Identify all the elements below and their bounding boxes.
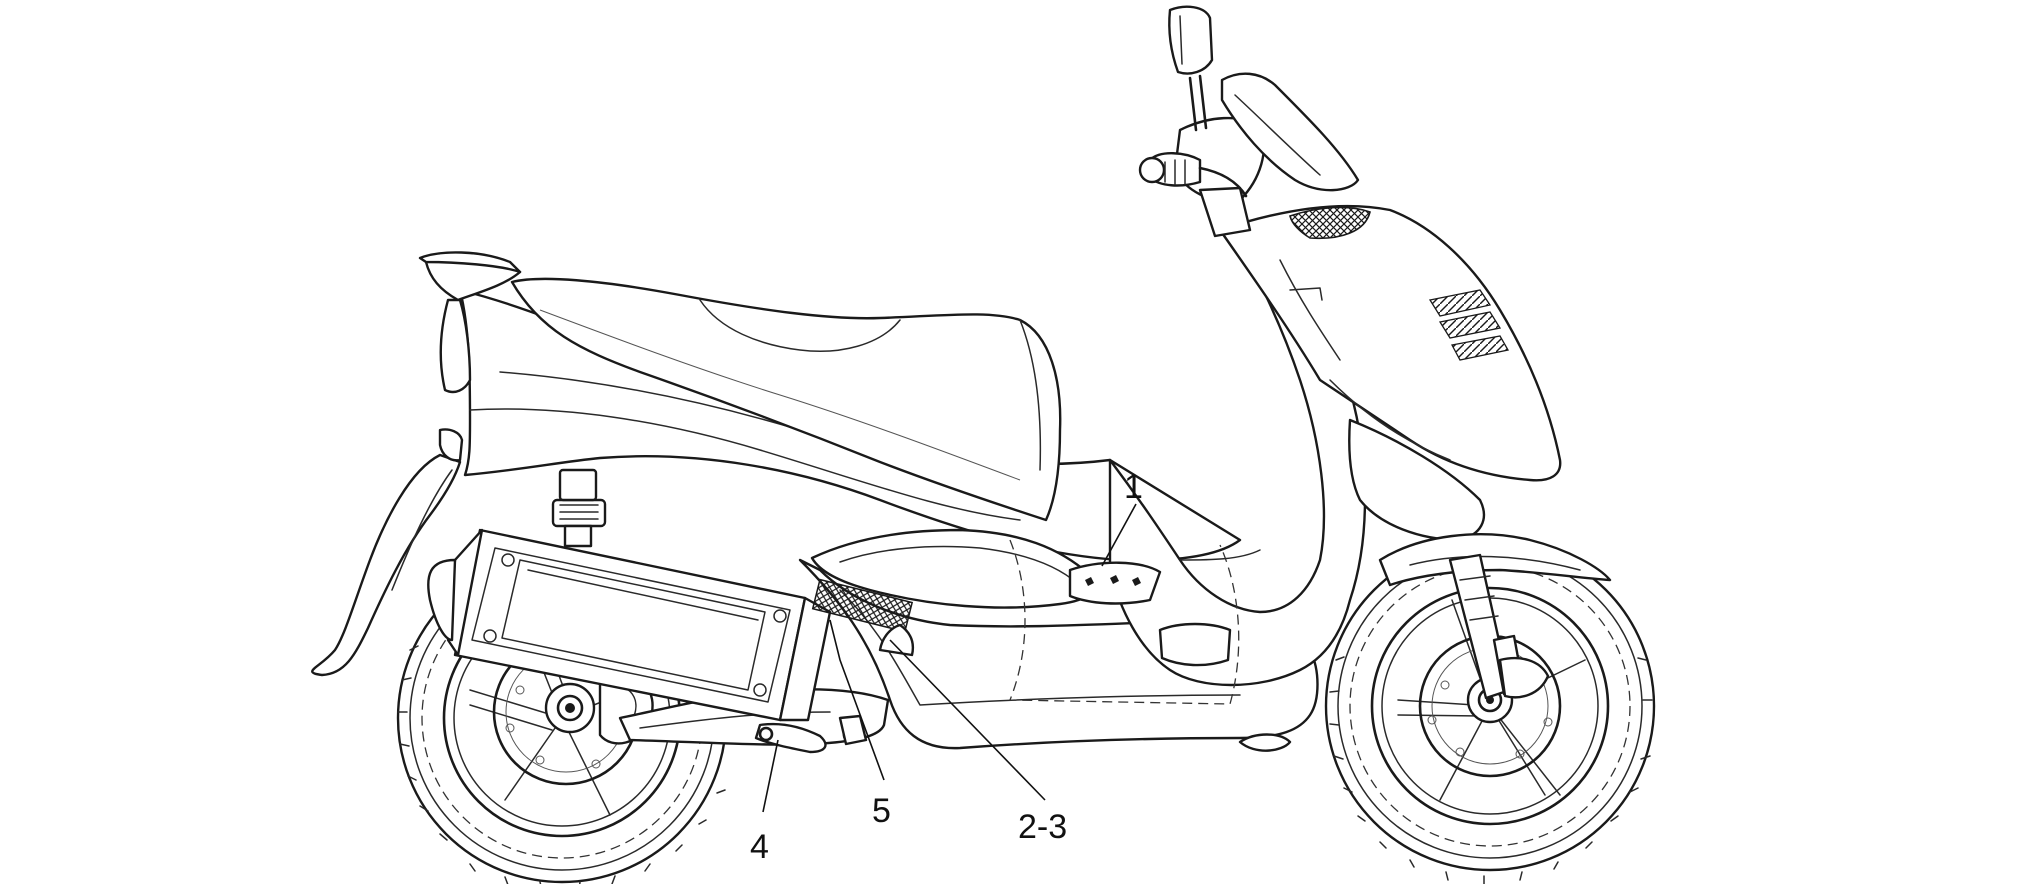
front-fairing: [1218, 204, 1562, 542]
callout-label-4: 4: [750, 828, 769, 866]
handlebar-assembly: [1138, 5, 1360, 238]
leader-line-1: [1101, 503, 1137, 567]
front-wheel: [1324, 540, 1656, 884]
rear-mudguard: [311, 453, 462, 677]
front-fork-mudguard: [1378, 533, 1612, 700]
exhaust-muffler: [427, 528, 832, 722]
leader-line-5: [829, 619, 885, 781]
callout-label-5: 5: [872, 792, 891, 830]
callout-label-2-3: 2-3: [1018, 808, 1067, 846]
leader-line-4: [762, 739, 779, 813]
callout-labels: 1 2-3 4 5: [750, 468, 1143, 866]
callout-label-1: 1: [1124, 468, 1143, 506]
rear-shock: [551, 468, 607, 548]
leader-line-2-3: [889, 639, 1046, 801]
seat: [510, 277, 1062, 522]
callout-leaders: [762, 503, 1137, 813]
